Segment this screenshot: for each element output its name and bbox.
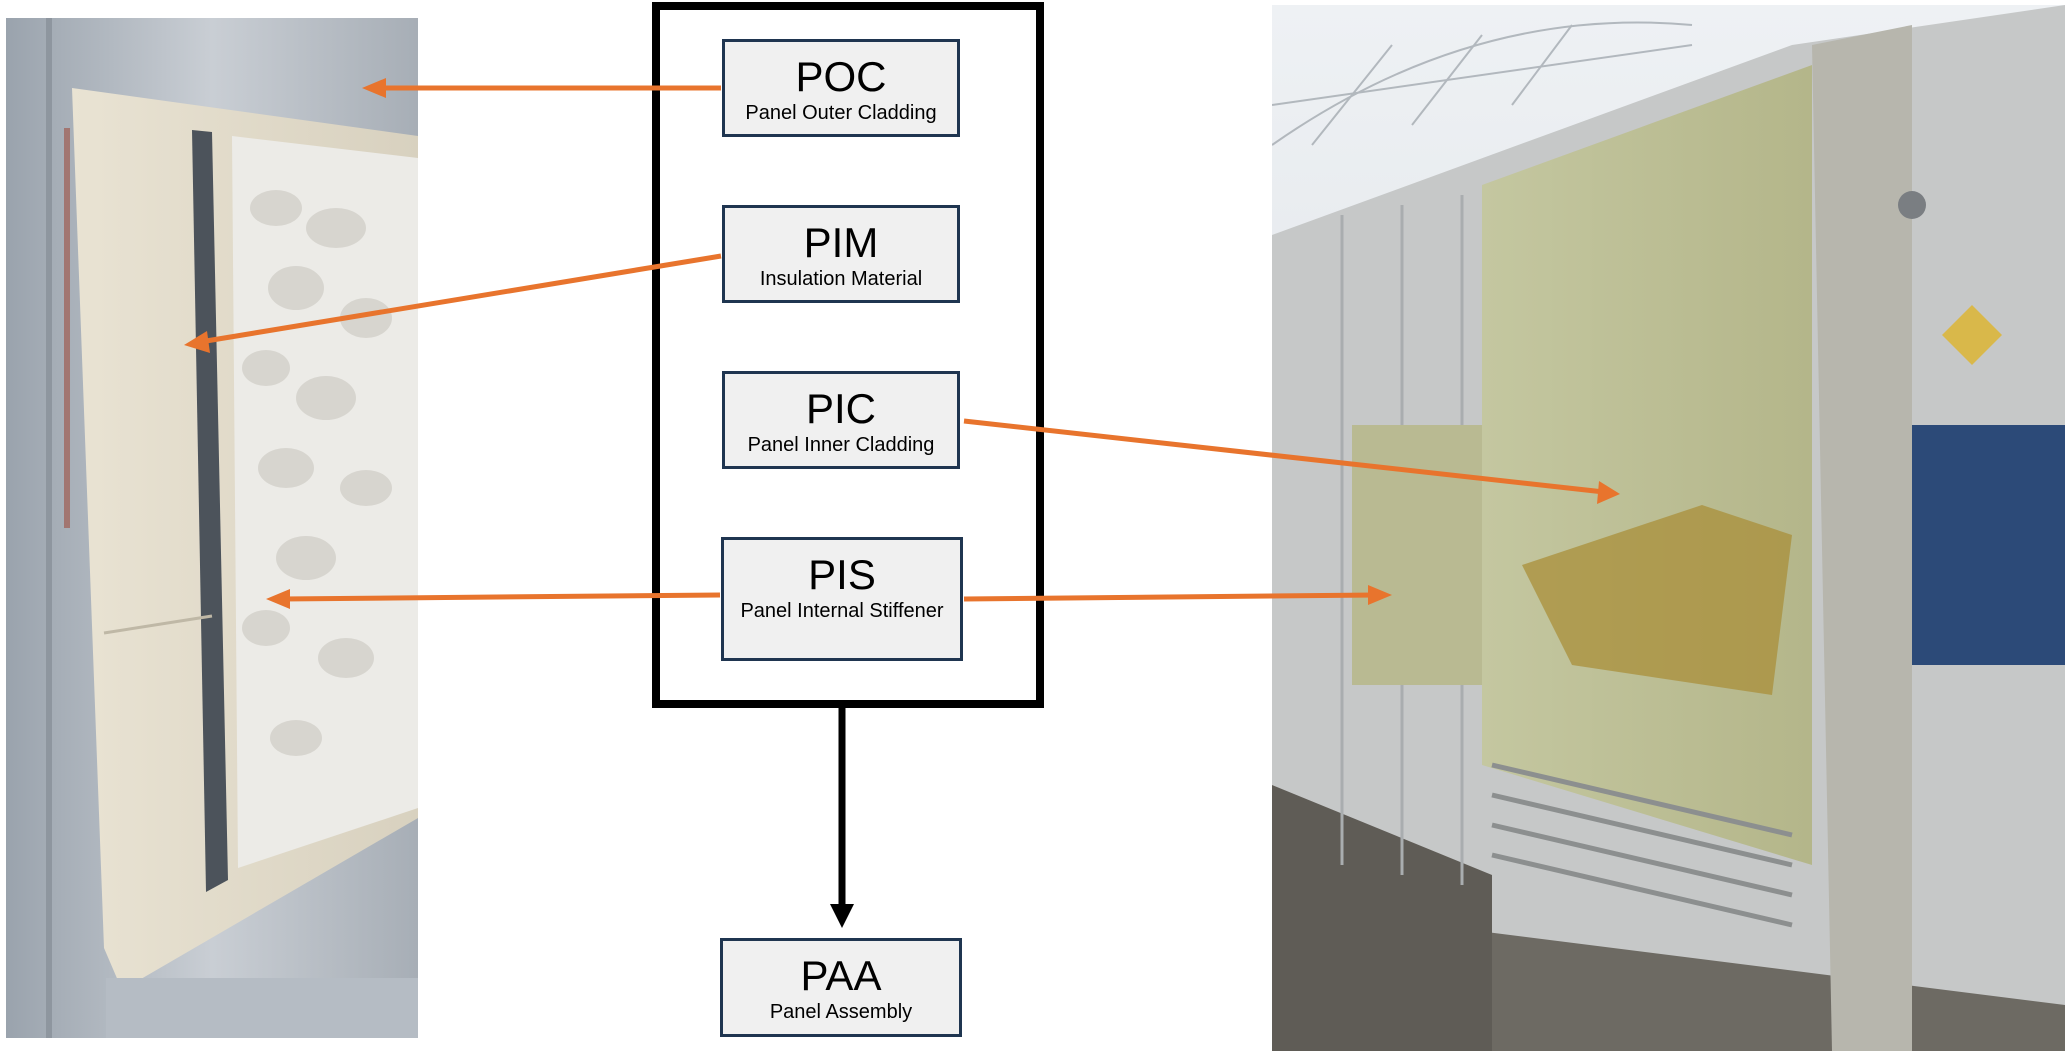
pim-code: PIM bbox=[803, 219, 879, 266]
poc-box: POC Panel Outer Cladding bbox=[722, 39, 960, 137]
arrow-to-assembly bbox=[830, 700, 854, 928]
pim-box: PIM Insulation Material bbox=[722, 205, 960, 303]
pic-label: Panel Inner Cladding bbox=[747, 434, 935, 456]
component-group-frame bbox=[652, 2, 1044, 708]
pic-code: PIC bbox=[805, 385, 876, 432]
pic-box: PIC Panel Inner Cladding bbox=[722, 371, 960, 469]
paa-label: Panel Assembly bbox=[769, 1001, 913, 1023]
pim-label: Insulation Material bbox=[759, 268, 923, 290]
paa-code: PAA bbox=[800, 952, 882, 999]
container-panel-photo bbox=[1272, 5, 2065, 1051]
pis-label: Panel Internal Stiffener bbox=[740, 600, 944, 622]
pis-code: PIS bbox=[808, 551, 876, 598]
pis-box: PIS Panel Internal Stiffener bbox=[721, 537, 963, 661]
poc-code: POC bbox=[795, 53, 887, 100]
paa-box: PAA Panel Assembly bbox=[720, 938, 962, 1037]
panel-cross-section-photo bbox=[6, 18, 418, 1038]
poc-label: Panel Outer Cladding bbox=[745, 102, 937, 124]
